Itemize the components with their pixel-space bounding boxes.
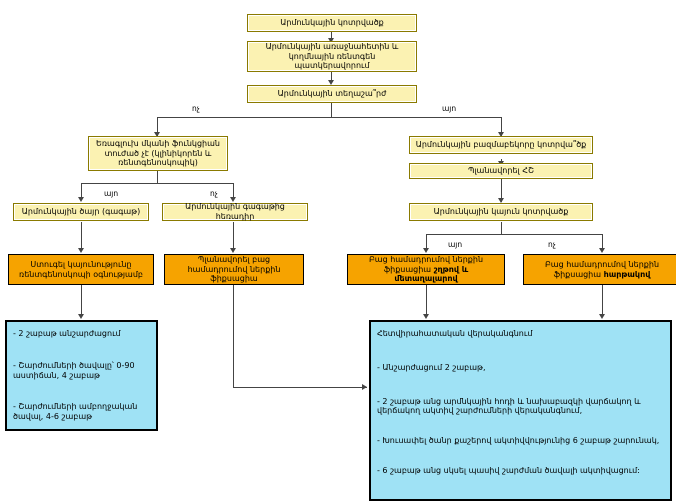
node-radiographic-imaging[interactable]: Արմունկային առաջնահետին և կողմնային ռենտ…: [247, 41, 417, 72]
node-elbow-fracture[interactable]: Արմունկային կոտրվածք: [247, 14, 417, 32]
node-comminuted-question[interactable]: Արմունկային բազմաբեկորը կոտրվա՞ծք: [409, 136, 593, 154]
node-orif-plate-bold: հարթակով: [603, 269, 651, 279]
edge-n8-n11: [233, 222, 234, 251]
postop-rehab-line-3: - Խուսափել ծանր քաշերով ակտիվվությունից …: [377, 436, 660, 445]
edge-n6-n9: [501, 178, 502, 202]
node-orif-tension-band-label: Բաց համադրումով ներքին ֆիքսացիա շղթով և …: [352, 255, 500, 284]
edge-n13-blueright: [602, 285, 603, 317]
arrow-bus-right: [498, 132, 504, 137]
node-triceps-function-intact[interactable]: Եռագլուխ մկանի ֆունկցիան տուժած չէ (կլին…: [88, 136, 228, 171]
arrow-n7: [78, 197, 84, 202]
postop-rehab-line-2: - 2 շաբաթ անց արմնկային հոդի և նախաբազկի…: [377, 396, 641, 416]
edge-n3-bus: [331, 103, 332, 117]
node-plan-orif-label: Պլանավորել բաց համադրումով ներքին ֆիքսաց…: [187, 254, 281, 284]
node-plan-ct[interactable]: Պլանավորել ՀՇ: [409, 163, 593, 179]
arrow-n7-n10: [78, 248, 84, 253]
edge-n12-blueright: [426, 285, 427, 317]
edge-bus-mid: [81, 183, 233, 184]
conservative-rehab-line-2: - Շարժումների ծավալը՝ 0-90 աստիճան, 4 շա…: [13, 360, 135, 380]
edge-bus-right-down: [501, 117, 502, 136]
node-orif-tension-band-bold: շղթով և մետաղալարով: [394, 264, 469, 284]
arrow-n8: [230, 197, 236, 202]
conservative-rehab-line-1: - 2 շաբաթ անշարժացում: [13, 329, 121, 338]
edge-n7-n10: [81, 222, 82, 251]
edge-bus-top: [157, 117, 502, 118]
arrow-n2-n3: [328, 80, 334, 85]
edge-label-yes-mid: այո: [104, 189, 119, 198]
node-distal-to-apex[interactable]: Արմունկային գագաթից հեռադիր: [162, 202, 308, 221]
node-check-stability[interactable]: Ստուգել կայունությունը ռենտգենոսկոպի օգն…: [8, 254, 154, 285]
node-displacement-question[interactable]: Արմունկային տեղաշա՞րժ: [247, 85, 417, 103]
postop-rehab-line-4: - 6 շաբաթ անց սկսել պասիվ շարժման ծավալի…: [377, 465, 640, 475]
node-plan-ct-label: Պլանավորել ՀՇ: [467, 166, 534, 176]
node-radiographic-imaging-label: Արմունկային առաջնահետին և կողմնային ռենտ…: [265, 41, 399, 71]
node-check-stability-label: Ստուգել կայունությունը ռենտգենոսկոպի օգն…: [19, 259, 143, 279]
node-olecranon-apex-label: Արմունկային ծայր (գագաթ): [21, 207, 141, 217]
edge-n11-down: [233, 285, 234, 387]
node-plan-orif[interactable]: Պլանավորել բաց համադրումով ներքին ֆիքսաց…: [164, 254, 304, 285]
arrow-n12: [423, 248, 429, 253]
node-distal-to-apex-label: Արմունկային գագաթից հեռադիր: [185, 202, 285, 221]
node-triceps-function-intact-label: Եռագլուխ մկանի ֆունկցիան տուժած չէ (կլին…: [96, 138, 220, 168]
conservative-rehab-line-3: - Շարժումների ամբողջական ծավալ, 4-6 շաբա…: [13, 402, 138, 421]
arrow-n13-blueright: [599, 314, 605, 319]
edge-n1-n2: [331, 32, 332, 41]
arrow-n10-blueleft: [78, 314, 84, 319]
panel-conservative-rehab: - 2 շաբաթ անշարժացում - Շարժումների ծավա…: [5, 320, 158, 431]
panel-postop-rehab: Հետվիրահատական վերականգնում - Անշարժացու…: [369, 320, 672, 501]
arrow-n13: [599, 248, 605, 253]
edge-bus-right2-left: [426, 234, 427, 251]
node-comminuted-question-label: Արմունկային բազմաբեկորը կոտրվա՞ծք: [415, 140, 587, 150]
arrow-n11-blueright: [362, 384, 367, 390]
edge-bus-left-down: [157, 117, 158, 136]
edge-bus-right2-right: [602, 234, 603, 251]
edge-label-no-top: ոչ: [192, 104, 200, 113]
node-elbow-fracture-label: Արմունկային կոտրվածք: [280, 18, 384, 28]
arrow-bus-left: [154, 132, 160, 137]
node-olecranon-apex[interactable]: Արմունկային ծայր (գագաթ): [13, 203, 149, 221]
postop-rehab-line-1: - Անշարժացում 2 շաբաթ,: [377, 362, 486, 372]
edge-n9-bus: [501, 222, 502, 234]
edge-label-no-right: ոչ: [548, 240, 556, 249]
node-orif-tension-band[interactable]: Բաց համադրումով ներքին ֆիքսացիա շղթով և …: [347, 254, 505, 285]
node-stable-fracture-label: Արմունկային կայուն կոտրվածք: [433, 207, 569, 217]
node-orif-tension-band-plain: Բաց համադրումով ներքին ֆիքսացիա: [368, 254, 484, 274]
edge-n10-blueleft: [81, 285, 82, 317]
edge-bus-mid-left: [81, 183, 82, 200]
arrow-n8-n11: [230, 248, 236, 253]
node-displacement-question-label: Արմունկային տեղաշա՞րժ: [277, 89, 387, 99]
edge-label-yes-right: այո: [448, 240, 463, 249]
node-orif-plate-label: Բաց համադրումով ներքին ֆիքսացիա հարթակով: [528, 260, 676, 280]
edge-n11-right: [233, 387, 367, 388]
node-stable-fracture[interactable]: Արմունկային կայուն կոտրվածք: [409, 203, 593, 221]
arrow-n12-blueright: [423, 314, 429, 319]
arrow-n1-n2: [328, 38, 334, 43]
postop-rehab-heading: Հետվիրահատական վերականգնում: [377, 329, 533, 338]
edge-bus-right2: [426, 234, 602, 235]
edge-label-yes-top: այո: [442, 104, 457, 113]
edge-n2-n3: [331, 72, 332, 82]
edge-bus-mid-right: [233, 183, 234, 200]
node-orif-plate[interactable]: Բաց համադրումով ներքին ֆիքսացիա հարթակով: [523, 254, 676, 285]
edge-n4-bus: [157, 171, 158, 183]
node-orif-plate-plain: Բաց համադրումով ներքին ֆիքսացիա: [544, 259, 660, 279]
edge-label-no-mid: ոչ: [210, 189, 218, 198]
arrow-n6-n9: [498, 198, 504, 203]
